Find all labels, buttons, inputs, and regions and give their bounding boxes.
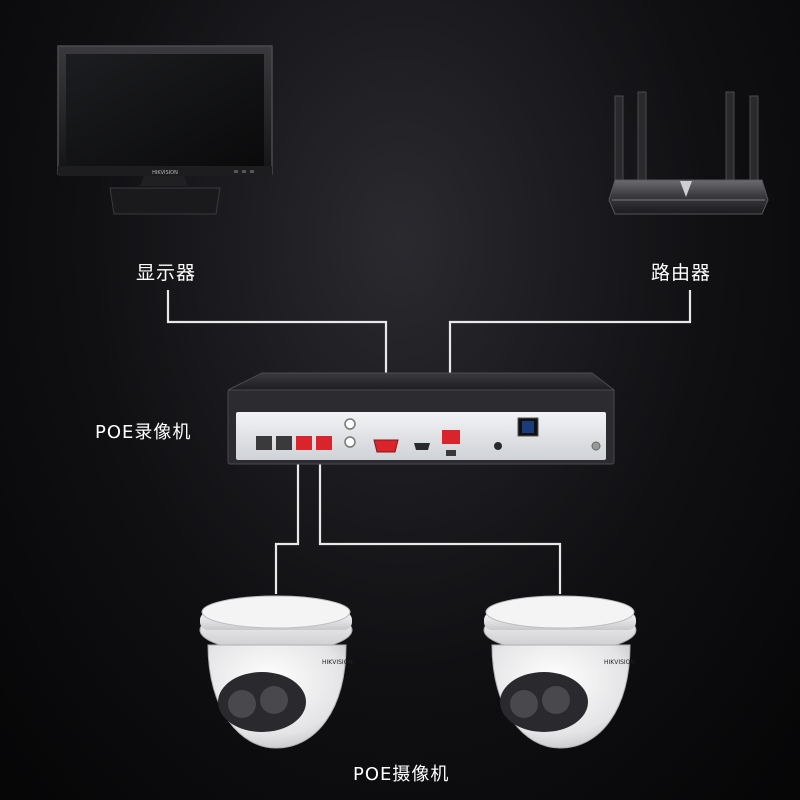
uplink-port bbox=[442, 430, 460, 444]
nvr-icon bbox=[227, 372, 616, 465]
dome-camera-icon: HIKVISION bbox=[199, 595, 353, 749]
camera-brand-text: HIKVISION bbox=[604, 659, 635, 666]
camera-brand-text: HIKVISION bbox=[322, 659, 353, 666]
router-icon bbox=[608, 91, 769, 215]
cameras-label: POE摄像机 bbox=[353, 764, 450, 785]
monitor-brand-text: HIKVISION bbox=[152, 170, 178, 176]
cable-nvr-to-camera-left bbox=[274, 452, 300, 594]
cable-nvr-to-camera-right bbox=[318, 452, 562, 594]
nvr-label: POE录像机 bbox=[95, 422, 192, 443]
monitor-label: 显示器 bbox=[136, 262, 197, 284]
poe-port bbox=[296, 436, 312, 450]
router-label: 路由器 bbox=[651, 262, 712, 284]
monitor-icon: HIKVISION bbox=[57, 45, 273, 215]
poe-port bbox=[316, 436, 332, 450]
dome-camera-icon: HIKVISION bbox=[483, 595, 637, 749]
